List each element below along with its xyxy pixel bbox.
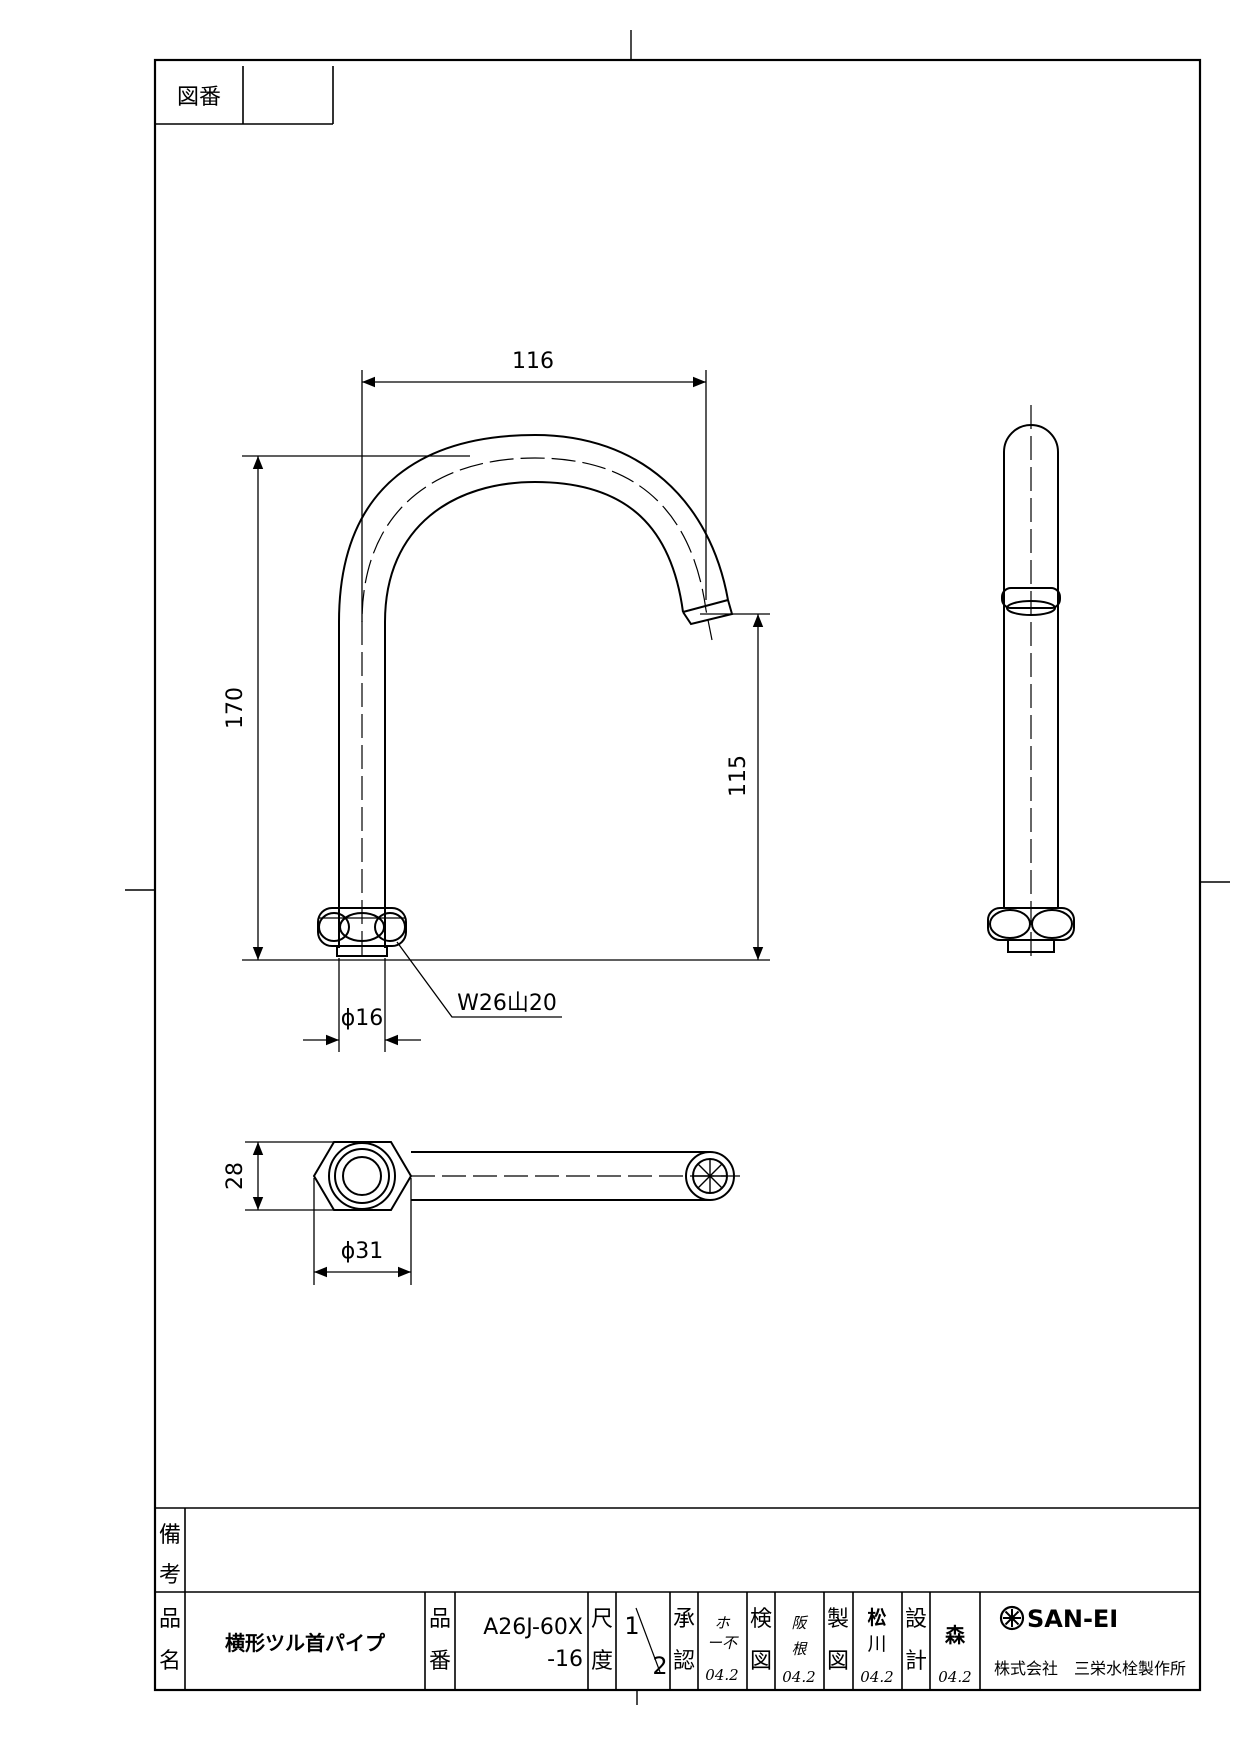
front-view xyxy=(317,433,734,957)
scale-label-2: 度 xyxy=(591,1649,613,1674)
drawing-number-box: 図番 xyxy=(155,66,334,125)
inspect-label-1: 検 xyxy=(750,1607,772,1632)
dim-height-115: 115 xyxy=(726,755,751,797)
side-view xyxy=(987,405,1075,958)
inspect-sign-2: 根 xyxy=(791,1640,808,1658)
dim-height-170: 170 xyxy=(223,687,248,729)
product-number-line2: -16 xyxy=(547,1647,583,1672)
design-date: 04.2 xyxy=(938,1668,971,1686)
dim-thread: W26山20 xyxy=(457,991,557,1016)
name-label-1: 品 xyxy=(159,1607,181,1632)
top-dimensions xyxy=(245,1141,412,1285)
centering-marks xyxy=(125,30,1230,1705)
inspect-label-2: 図 xyxy=(750,1649,772,1674)
approve-sign-2: ー不 xyxy=(707,1634,739,1652)
top-view xyxy=(312,1141,740,1211)
side-ring xyxy=(1001,587,1061,609)
pipe-outer-wall xyxy=(338,433,729,948)
dim-width-116: 116 xyxy=(512,349,554,374)
design-sign: 森 xyxy=(945,1623,966,1647)
scale-denominator: 2 xyxy=(652,1652,667,1680)
design-label-1: 設 xyxy=(905,1607,927,1632)
draft-label-2: 図 xyxy=(827,1649,849,1674)
approve-label-2: 認 xyxy=(673,1649,695,1674)
drawing-frame xyxy=(153,58,1202,1692)
approve-sign-1: ホ xyxy=(714,1614,730,1632)
number-label-2: 番 xyxy=(429,1649,451,1674)
product-number-line1: A26J-60X xyxy=(483,1615,583,1640)
draft-sign-1: 松 xyxy=(867,1606,886,1629)
design-label-2: 計 xyxy=(905,1649,927,1674)
name-label-2: 名 xyxy=(159,1649,181,1674)
dim-nut-dia: ϕ31 xyxy=(341,1239,384,1264)
front-dimensions xyxy=(242,370,770,1052)
approve-label-1: 承 xyxy=(673,1607,695,1632)
draft-label-1: 製 xyxy=(827,1607,849,1632)
scale-numerator: 1 xyxy=(624,1612,639,1640)
product-name: 横形ツル首パイプ xyxy=(225,1631,386,1655)
remarks-label-1: 備 xyxy=(159,1523,181,1548)
dim-nut-height: 28 xyxy=(223,1162,248,1190)
remarks-label-2: 考 xyxy=(159,1563,181,1588)
pipe-tail xyxy=(336,945,388,957)
title-block-lines xyxy=(155,1507,1200,1690)
number-label-1: 品 xyxy=(429,1607,451,1632)
pipe-centerline xyxy=(361,457,713,955)
company-name: 株式会社 三栄水栓製作所 xyxy=(994,1659,1186,1678)
inspect-date: 04.2 xyxy=(782,1668,815,1686)
approve-date: 04.2 xyxy=(705,1666,738,1684)
pipe-inner-wall xyxy=(384,480,684,948)
inspect-sign-1: 阪 xyxy=(791,1614,808,1632)
brand-name: SAN-EI xyxy=(1027,1605,1118,1633)
draft-date: 04.2 xyxy=(860,1668,893,1686)
spout-end xyxy=(682,599,734,626)
brand-logo-icon xyxy=(999,1605,1025,1631)
dim-pipe-dia: ϕ16 xyxy=(341,1006,384,1031)
scale-label-1: 尺 xyxy=(591,1607,613,1632)
draft-sign-2: 川 xyxy=(867,1633,886,1655)
drawing-number-label: 図番 xyxy=(177,85,221,110)
